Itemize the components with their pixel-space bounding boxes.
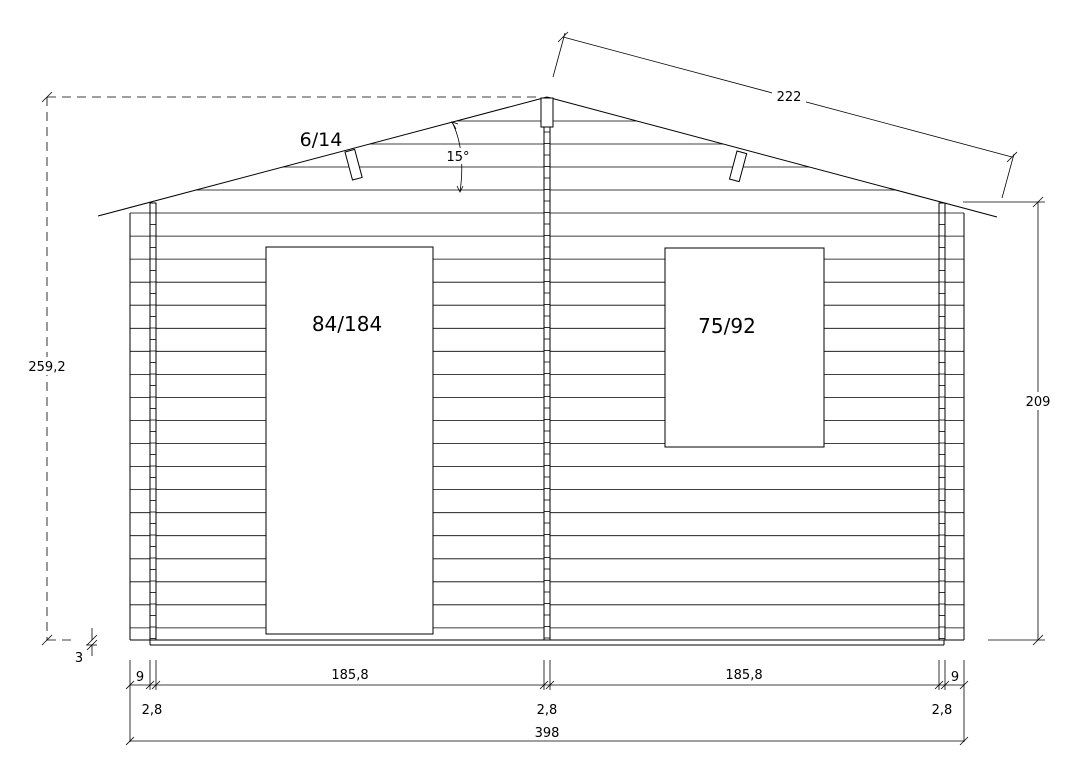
- corner-left-value: 9: [136, 670, 144, 685]
- roof-window-label: 6/14: [300, 129, 343, 151]
- bay-left-value: 185,8: [331, 668, 368, 683]
- window-opening: [664, 247, 825, 448]
- post-notches: [150, 131, 945, 639]
- post-right-value: 2,8: [932, 703, 953, 718]
- dimension-tick: [545, 680, 555, 690]
- corner-post-left: [149, 202, 157, 641]
- corner-post-right: [938, 202, 946, 641]
- roof-angle-value: 15°: [446, 150, 469, 165]
- overall-height-dimension: 259,2: [24, 91, 540, 646]
- floor-offset-dimension: 3: [75, 628, 98, 666]
- center-post: [540, 97, 554, 641]
- dimension-tick: [539, 680, 549, 690]
- dimension-tick: [940, 680, 950, 690]
- roof-slope-value: 222: [777, 90, 802, 105]
- roof-window-left: [344, 148, 363, 181]
- overall-width-value: 398: [535, 726, 560, 741]
- dimension-tick: [959, 680, 969, 690]
- window-opening-label: 75/92: [698, 314, 756, 338]
- post-left-value: 2,8: [142, 703, 163, 718]
- door-opening: [265, 246, 434, 635]
- floor-offset-value: 3: [75, 651, 83, 666]
- dimension-tick: [959, 736, 969, 746]
- dimension-tick: [151, 680, 161, 690]
- bay-right-value: 185,8: [725, 668, 762, 683]
- dimension-tick: [145, 680, 155, 690]
- roof-slope-dimension: 222: [552, 31, 1018, 199]
- overall-height-value: 259,2: [28, 360, 65, 375]
- corner-right-value: 9: [951, 670, 959, 685]
- dimension-tick: [125, 680, 135, 690]
- roof-window-right: [728, 150, 748, 183]
- right-height-value: 209: [1026, 395, 1051, 410]
- door-opening-label: 84/184: [312, 312, 382, 336]
- roof: [97, 96, 998, 218]
- right-height-dimension: 209: [963, 196, 1054, 646]
- dimension-tick: [125, 736, 135, 746]
- roof-angle-dimension: 15°: [444, 121, 472, 193]
- post-center-value: 2,8: [537, 703, 558, 718]
- bottom-dimensions: 9 185,8 185,8 9 2,8 2,8 2,8 398: [125, 660, 969, 746]
- dimension-tick: [934, 680, 944, 690]
